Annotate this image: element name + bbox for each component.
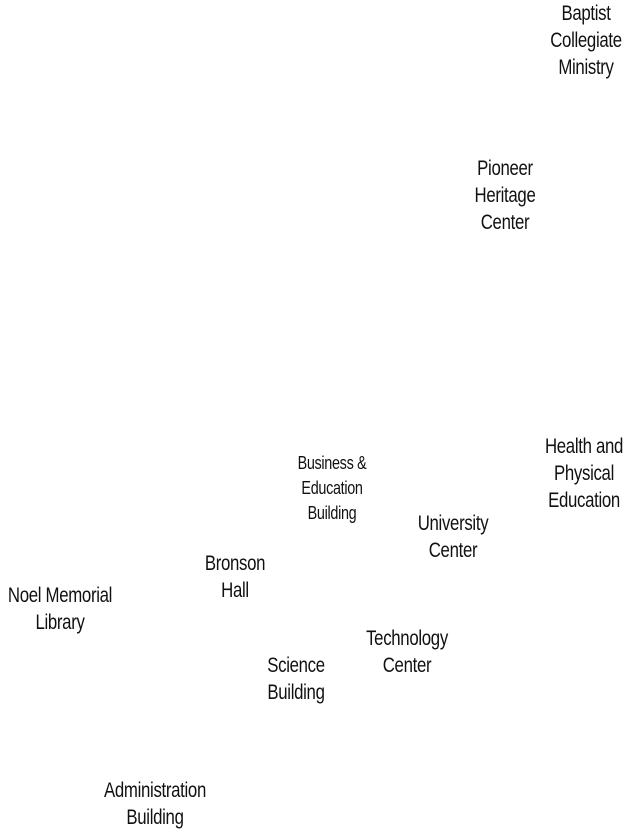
label-line: Building (126, 806, 184, 829)
label-line: Education (301, 478, 363, 498)
label-line: Technology (366, 627, 448, 650)
label-line: Hall (221, 579, 249, 602)
label-line: Library (35, 611, 85, 634)
label-line: Center (382, 654, 432, 677)
label-science-building[interactable]: Science Building (256, 652, 336, 706)
label-line: Noel Memorial (7, 584, 113, 607)
label-line: Bronson (204, 552, 266, 575)
label-line: Education (548, 489, 620, 512)
label-line: Center (480, 211, 530, 234)
label-line: Science (267, 654, 325, 677)
label-line: Physical (554, 462, 614, 485)
label-noel-memorial-library[interactable]: Noel Memorial Library (4, 582, 116, 636)
label-line: Building (307, 503, 357, 523)
label-line: Administration (104, 779, 206, 802)
label-bronson-hall[interactable]: Bronson Hall (195, 550, 275, 604)
label-line: University (417, 512, 489, 535)
label-line: Pioneer (477, 157, 533, 180)
label-line: Building (267, 681, 325, 704)
label-line: Business & (297, 453, 367, 473)
label-line: Baptist (561, 2, 611, 25)
label-technology-center[interactable]: Technology Center (355, 625, 459, 679)
label-health-and-physical-education[interactable]: Health and Physical Education (536, 433, 630, 514)
label-line: Collegiate (550, 29, 622, 52)
label-line: Health and (544, 435, 624, 458)
label-pioneer-heritage-center[interactable]: Pioneer Heritage Center (465, 155, 545, 236)
label-line: Ministry (558, 56, 614, 79)
label-line: Center (428, 539, 478, 562)
label-administration-building[interactable]: Administration Building (95, 777, 215, 831)
label-business-education-building[interactable]: Business & Education Building (284, 451, 380, 526)
label-university-center[interactable]: University Center (405, 510, 501, 564)
label-line: Heritage (474, 184, 536, 207)
label-baptist-collegiate-ministry[interactable]: Baptist Collegiate Ministry (546, 0, 626, 81)
